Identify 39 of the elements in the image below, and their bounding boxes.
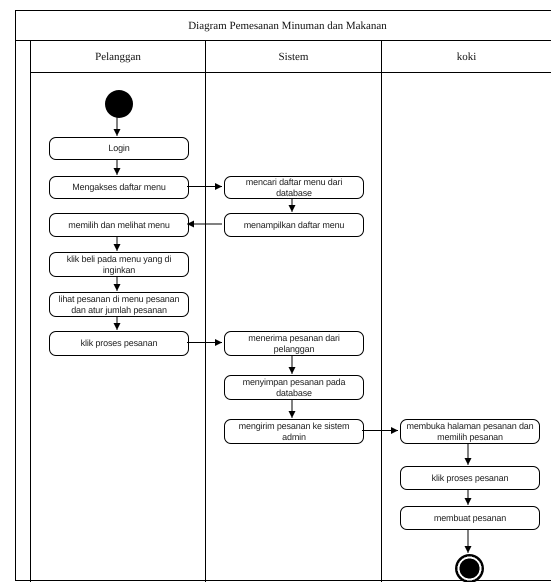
arrow <box>114 316 120 330</box>
activity-box: menampilkan daftar menu <box>224 213 364 237</box>
activity-box: mencari daftar menu dari database <box>224 176 364 199</box>
arrow <box>114 158 120 176</box>
activity-box: membuat pesanan <box>400 506 540 530</box>
activity-box: Login <box>49 137 189 160</box>
arrow <box>186 339 222 346</box>
arrow <box>288 354 296 374</box>
arrow <box>464 488 472 506</box>
end-node <box>455 554 484 582</box>
swimlane <box>30 41 205 582</box>
arrow <box>186 183 222 190</box>
arrow <box>362 427 398 434</box>
arrow <box>464 442 472 466</box>
activity-box: menerima pesanan dari pelanggan <box>224 331 364 356</box>
activity-box: mengirim pesanan ke sistem admin <box>224 419 364 444</box>
swimlane <box>205 41 381 582</box>
activity-box: membuka halaman pesanan dan memilih pesanan <box>400 419 540 444</box>
arrow <box>464 528 472 554</box>
arrow <box>114 276 120 292</box>
activity-box: klik proses pesanan <box>49 331 189 356</box>
pool-label: Diagram Pemesanan Minuman dan Makanan <box>16 11 551 41</box>
lane-header: Pelanggan <box>31 41 205 73</box>
activity-box: klik beli pada menu yang di inginkan <box>49 252 189 277</box>
arrow <box>288 398 296 418</box>
arrow <box>288 198 296 212</box>
arrow <box>114 116 120 136</box>
arrow <box>114 236 120 252</box>
activity-box: menyimpan pesanan pada database <box>224 375 364 400</box>
activity-box: klik proses pesanan <box>400 466 540 490</box>
swimlane <box>381 41 551 582</box>
pool-frame <box>15 10 551 581</box>
arrow <box>186 220 222 228</box>
lane-header: Sistem <box>206 41 381 73</box>
activity-box: lihat pesanan di menu pesanan dan atur jumlah pesanan <box>49 292 189 317</box>
activity-box: memilih dan melihat menu <box>49 213 189 237</box>
lane-header: koki <box>382 41 551 73</box>
activity-box: Mengakses daftar menu <box>49 176 189 199</box>
start-node <box>105 90 133 118</box>
